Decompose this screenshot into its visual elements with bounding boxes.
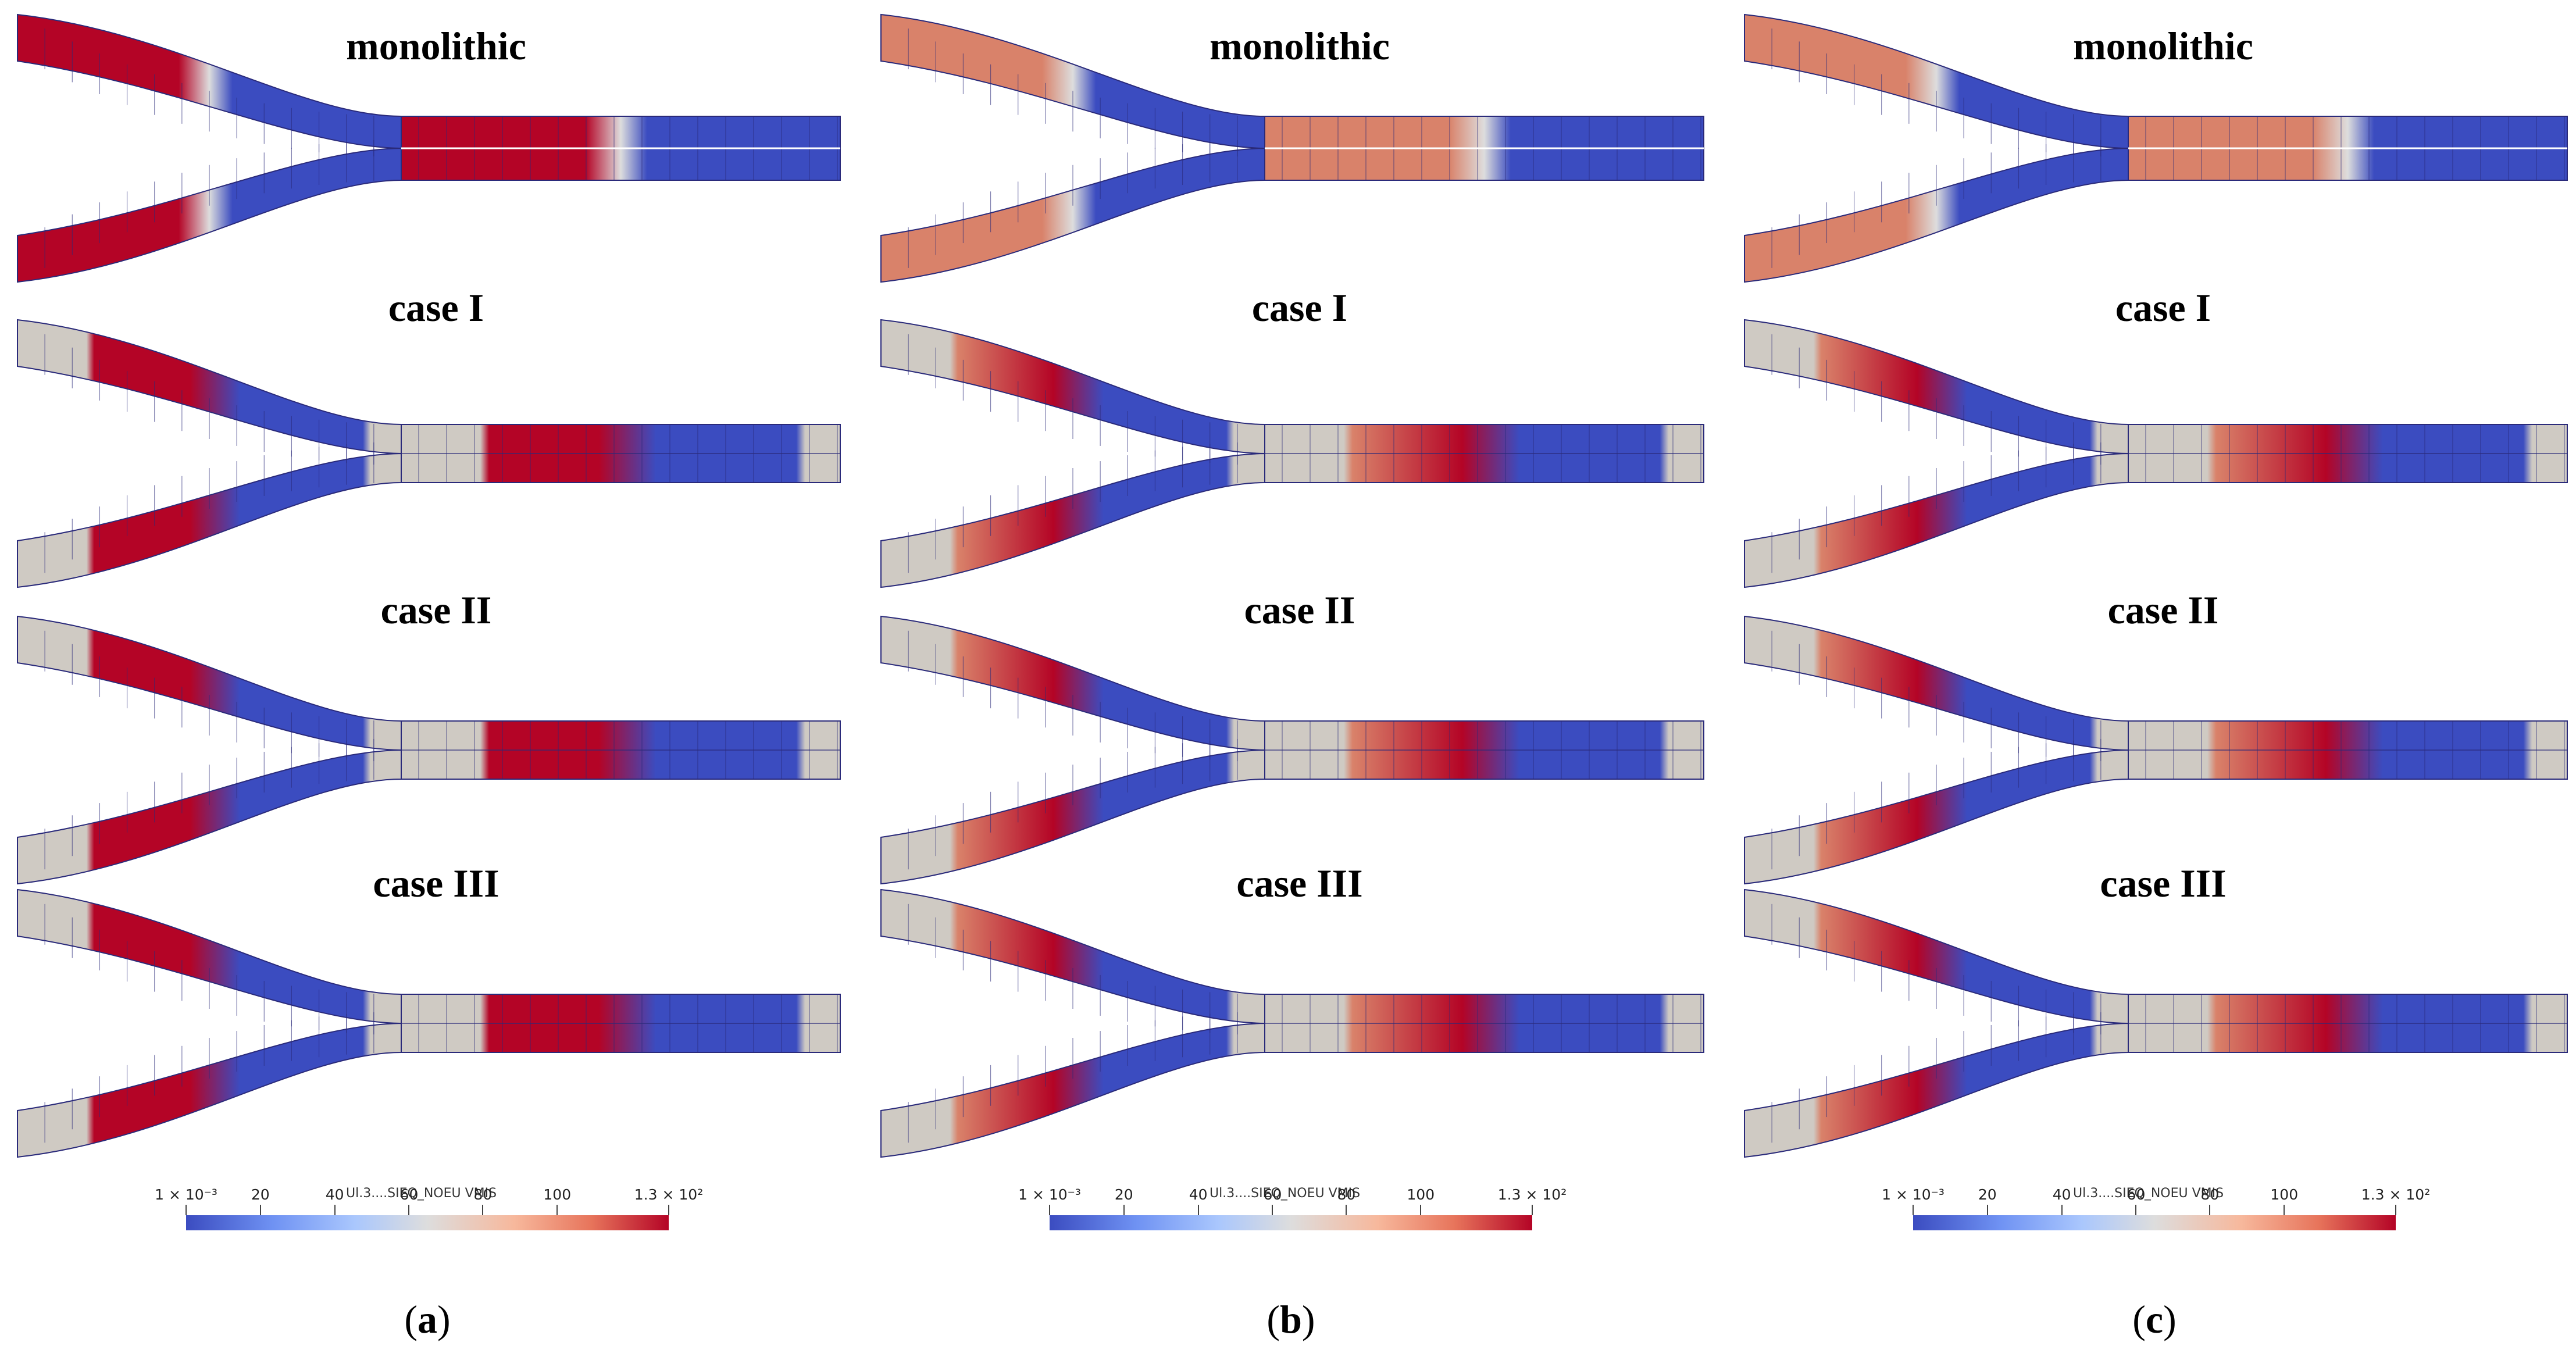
colorbar-tick bbox=[2135, 1205, 2137, 1215]
mesh-strip-1 bbox=[880, 319, 1704, 588]
panel-label: (a) bbox=[404, 1297, 451, 1341]
colorbar-title: Ul.3....SIEQ_NOEU VMIS bbox=[2073, 1186, 2224, 1201]
mesh-plot bbox=[17, 13, 841, 1158]
case-title: monolithic bbox=[346, 24, 526, 68]
colorbar-tick-label: 100 bbox=[2270, 1186, 2299, 1203]
colorbar-tick bbox=[1420, 1205, 1422, 1215]
colorbar-tick bbox=[1346, 1205, 1347, 1215]
colorbar-tick bbox=[334, 1205, 336, 1215]
colorbar-tick-label: 1.3 × 10² bbox=[1497, 1186, 1567, 1203]
case-title: monolithic bbox=[1209, 24, 1390, 68]
colorbar-tick-label: 80 bbox=[473, 1186, 493, 1203]
case-title: case I bbox=[2115, 285, 2211, 330]
colorbar-tick bbox=[482, 1205, 484, 1215]
mesh-strip-3 bbox=[880, 888, 1704, 1158]
case-title: case I bbox=[388, 285, 484, 330]
panel-a: monolithic case I case II case III Ul.3....S… bbox=[0, 0, 861, 1360]
mesh-strip-0 bbox=[1744, 13, 2568, 283]
colorbar-title: Ul.3....SIEQ_NOEU VMIS bbox=[346, 1186, 497, 1201]
mesh-strip-3 bbox=[17, 888, 841, 1158]
colorbar-tick bbox=[1913, 1205, 1914, 1215]
case-title: case II bbox=[1244, 588, 1355, 632]
colorbar-gradient bbox=[1913, 1215, 2396, 1230]
colorbar-tick-label: 60 bbox=[2127, 1186, 2146, 1203]
mesh-plot bbox=[1744, 13, 2568, 1158]
colorbar-tick-label: 80 bbox=[2200, 1186, 2220, 1203]
panel-letter: b bbox=[1280, 1297, 1302, 1341]
case-title: case II bbox=[380, 588, 492, 632]
colorbar-tick-label: 80 bbox=[1337, 1186, 1356, 1203]
panel-label: (c) bbox=[2132, 1297, 2177, 1341]
case-title: monolithic bbox=[2073, 24, 2253, 68]
colorbar-tick-label: 20 bbox=[1114, 1186, 1133, 1203]
colorbar-tick bbox=[2209, 1205, 2211, 1215]
colorbar-tick-label: 1 × 10⁻³ bbox=[1018, 1186, 1081, 1203]
colorbar-tick bbox=[1532, 1205, 1533, 1215]
mesh-strip-2 bbox=[1744, 615, 2568, 885]
colorbar-title: Ul.3....SIEQ_NOEU VMIS bbox=[1209, 1186, 1361, 1201]
colorbar-tick-label: 1.3 × 10² bbox=[634, 1186, 704, 1203]
colorbar-tick-label: 60 bbox=[1263, 1186, 1282, 1203]
colorbar-tick-label: 40 bbox=[1189, 1186, 1208, 1203]
case-title: case III bbox=[373, 861, 499, 905]
colorbar-tick-label: 100 bbox=[543, 1186, 572, 1203]
colorbar-tick bbox=[2061, 1205, 2063, 1215]
case-title: case I bbox=[1251, 285, 1348, 330]
panel-c: monolithic case I case II case III Ul.3....S… bbox=[1727, 0, 2576, 1360]
colorbar-tick bbox=[1049, 1205, 1050, 1215]
mesh-strip-1 bbox=[1744, 319, 2568, 588]
colorbar-tick bbox=[1123, 1205, 1125, 1215]
case-title: case III bbox=[1236, 861, 1363, 905]
colorbar-tick bbox=[1272, 1205, 1273, 1215]
colorbar-tick bbox=[1197, 1205, 1199, 1215]
mesh-strip-3 bbox=[1744, 888, 2568, 1158]
mesh-strip-0 bbox=[17, 13, 841, 283]
colorbar-tick bbox=[2284, 1205, 2285, 1215]
colorbar-tick-label: 1 × 10⁻³ bbox=[155, 1186, 217, 1203]
colorbar-tick bbox=[556, 1205, 558, 1215]
case-title: case III bbox=[2100, 861, 2227, 905]
mesh-strip-2 bbox=[880, 615, 1704, 885]
colorbar-tick-label: 100 bbox=[1407, 1186, 1435, 1203]
mesh-strip-0 bbox=[880, 13, 1704, 283]
colorbar-tick-label: 1 × 10⁻³ bbox=[1882, 1186, 1945, 1203]
colorbar-gradient bbox=[186, 1215, 669, 1230]
colorbar-tick bbox=[2395, 1205, 2396, 1215]
colorbar-tick bbox=[259, 1205, 261, 1215]
colorbar-tick-label: 1.3 × 10² bbox=[2361, 1186, 2431, 1203]
panel-label: (b) bbox=[1266, 1297, 1315, 1341]
colorbar-tick bbox=[668, 1205, 669, 1215]
mesh-strip-2 bbox=[17, 615, 841, 885]
case-title: case II bbox=[2107, 588, 2219, 632]
mesh-plot bbox=[880, 13, 1704, 1158]
colorbar-tick bbox=[408, 1205, 410, 1215]
colorbar-tick-label: 20 bbox=[1978, 1186, 1997, 1203]
colorbar-tick-label: 60 bbox=[399, 1186, 419, 1203]
colorbar-tick bbox=[1986, 1205, 1988, 1215]
panel-letter: a bbox=[418, 1297, 437, 1341]
colorbar-tick bbox=[185, 1205, 187, 1215]
panel-b: monolithic case I case II case III Ul.3....S… bbox=[864, 0, 1724, 1360]
panel-letter: c bbox=[2145, 1297, 2164, 1341]
colorbar-gradient bbox=[1050, 1215, 1532, 1230]
colorbar-tick-label: 40 bbox=[325, 1186, 344, 1203]
mesh-strip-1 bbox=[17, 319, 841, 588]
colorbar-tick-label: 20 bbox=[251, 1186, 270, 1203]
colorbar-tick-label: 40 bbox=[2052, 1186, 2071, 1203]
